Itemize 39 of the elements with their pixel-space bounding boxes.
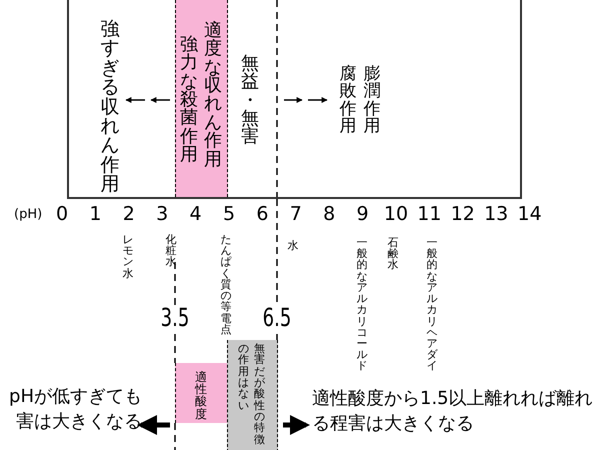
tick-label: 11 (417, 203, 442, 225)
tick-label: 2 (122, 203, 135, 225)
example-label: たんぱく質の等電点 (220, 234, 232, 335)
effect-label: 無益・無害 (241, 55, 259, 147)
example-label: 化粧水 (166, 234, 176, 268)
node-text: 強力な殺菌作用 (180, 36, 198, 165)
effect-label: 強すぎる収れん作用 (100, 20, 120, 194)
node-text: 適度な収れん作用 (204, 22, 222, 169)
tick-label: 0 (56, 203, 68, 225)
example-label: 水 (288, 240, 298, 252)
boundary-value: 6.5 (262, 303, 292, 332)
example-label: 一般的なアルカリヘアダイ (426, 237, 438, 372)
node-text: 適性酸度 (195, 371, 207, 420)
example-label: 一般的なアルカリコールド (356, 237, 368, 372)
scale-panel (67, 0, 522, 199)
tick-label: 13 (484, 203, 508, 225)
effect-label: 膨潤作用 (364, 66, 380, 136)
note-text: 適性酸度から1.5以上離れれば離れる程害は大きくなる (312, 387, 594, 436)
tick-label: 14 (518, 203, 542, 225)
node-text: 無害だが酸性の特徴の作用はない (238, 343, 265, 448)
axis-label: (pH) (14, 207, 42, 222)
tick-label: 12 (450, 203, 475, 225)
example-label: レモン水 (122, 234, 134, 279)
note-text: pHが低すぎても害は大きくなる (8, 385, 142, 434)
boundary-value: 3.5 (160, 303, 190, 332)
tick-label: 3 (156, 203, 168, 225)
shaded-box (227, 340, 278, 450)
tick-label: 6 (256, 203, 268, 225)
effect-label: 腐敗作用 (340, 66, 356, 136)
tick-label: 7 (290, 203, 302, 225)
label-box (175, 363, 228, 423)
tick-label: 10 (384, 203, 408, 225)
highlight-band (175, 0, 228, 197)
tick-label: 4 (190, 203, 202, 225)
tick-label: 9 (356, 203, 369, 225)
tick-label: 5 (222, 203, 236, 225)
tick-label: 8 (323, 203, 336, 225)
tick-label: 1 (89, 203, 102, 225)
example-label: 石鹸水 (388, 237, 398, 271)
